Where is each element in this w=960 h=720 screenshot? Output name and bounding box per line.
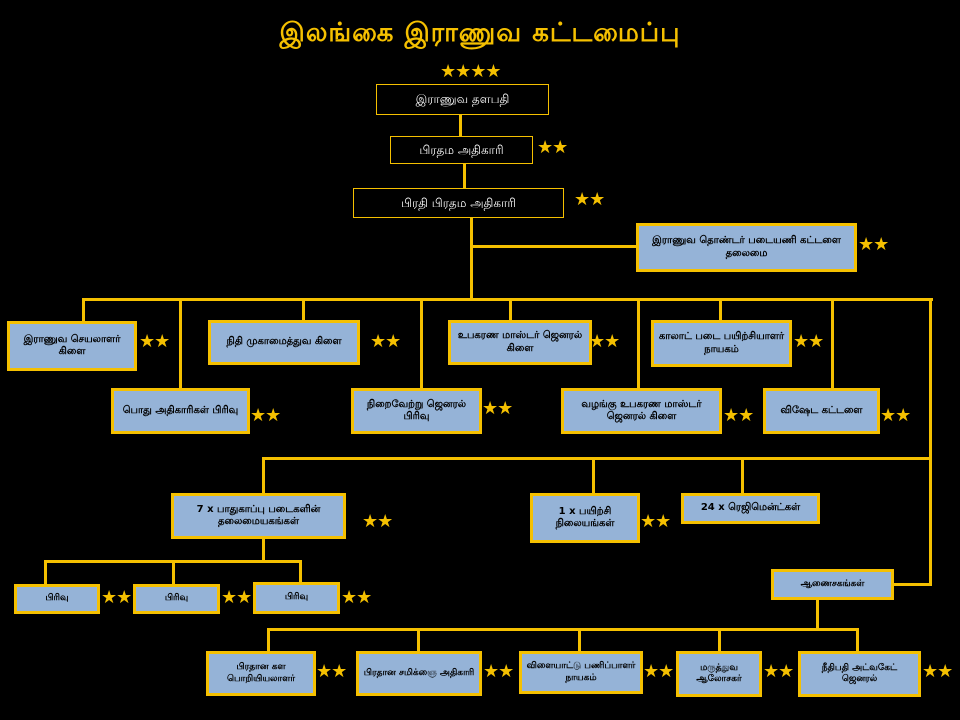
rank-stars: ★★ (589, 331, 620, 352)
node-deputy-chief-of-staff: பிரதி பிரதம அதிகாரி (353, 188, 564, 218)
rank-stars: ★★ (483, 661, 514, 682)
node-special-command: விஷேட கட்டளை (763, 388, 880, 434)
connector-line (82, 298, 933, 301)
connector-line (637, 298, 640, 389)
connector-line (172, 560, 175, 585)
rank-stars: ★★★★ (440, 61, 502, 82)
connector-line (267, 628, 859, 631)
rank-stars: ★★ (574, 189, 605, 210)
node-division: பிரிவு (253, 582, 340, 614)
rank-stars: ★★ (221, 587, 252, 608)
connector-line (856, 628, 859, 652)
connector-line (470, 245, 638, 248)
connector-line (262, 538, 265, 562)
rank-stars: ★★ (370, 331, 401, 352)
connector-line (262, 457, 265, 494)
node-infantry-training: காலாட் படை பயிற்சியாளர் நாயகம் (651, 320, 792, 367)
rank-stars: ★★ (793, 331, 824, 352)
rank-stars: ★★ (139, 331, 170, 352)
node-supply-master-general-branch: வழங்கு உபகரண மாஸ்டர் ஜெனரல் கிளை (561, 388, 722, 434)
rank-stars: ★★ (362, 511, 393, 532)
connector-line (463, 164, 466, 188)
node-chief-of-staff: பிரதம அதிகாரி (390, 136, 533, 164)
connector-line (578, 628, 581, 652)
connector-line (929, 298, 932, 586)
rank-stars: ★★ (101, 587, 132, 608)
node-chief-field-engineer: பிரதான கள பொறியியலாளர் (206, 651, 316, 696)
connector-line (592, 457, 595, 494)
chart-title: இலங்கை இராணுவ கட்டமைப்பு (279, 18, 681, 48)
node-general-officers-division: பொது அதிகாரிகள் பிரிவு (111, 388, 250, 434)
node-master-general-branch: உபகரண மாஸ்டர் ஜெனரல் கிளை (448, 320, 592, 365)
rank-stars: ★★ (723, 405, 754, 426)
node-executive-general-division: நிறைவேற்று ஜெனரல் பிரிவு (351, 388, 482, 434)
connector-line (417, 628, 420, 652)
connector-line (719, 298, 722, 321)
rank-stars: ★★ (763, 661, 794, 682)
node-chief-signals-officer: பிரதான சமிக்ஞை அதிகாரி (356, 651, 482, 696)
node-medical-advisor: மருத்துவ ஆலோசகர் (676, 651, 762, 697)
connector-line (893, 583, 932, 586)
rank-stars: ★★ (880, 405, 911, 426)
rank-stars: ★★ (858, 234, 889, 255)
connector-line (262, 457, 932, 460)
rank-stars: ★★ (922, 661, 953, 682)
connector-line (718, 628, 721, 652)
connector-line (267, 628, 270, 652)
connector-line (459, 114, 462, 136)
node-judge-advocate-general: நீதிபதி அட்வகேட் ஜெனரல் (798, 651, 921, 697)
rank-stars: ★★ (482, 398, 513, 419)
connector-line (470, 218, 473, 300)
connector-line (302, 298, 305, 321)
node-army-secretary-branch: இராணுவ செயலாளர் கிளை (7, 321, 137, 371)
connector-line (420, 298, 423, 389)
rank-stars: ★★ (250, 405, 281, 426)
node-regiments: 24 x ரெஜிமென்ட்கள் (681, 493, 820, 524)
rank-stars: ★★ (341, 587, 372, 608)
connector-line (179, 298, 182, 389)
connector-line (509, 298, 512, 321)
node-army-commander: இராணுவ தளபதி (376, 84, 549, 115)
node-finance-branch: நிதி முகாமைத்துவ கிளை (208, 320, 360, 365)
node-volunteer-force-hq: இராணுவ தொண்டர் படையணி கட்டளை தலைமை (636, 223, 857, 272)
connector-line (816, 598, 819, 630)
node-training-centres: 1 x பயிற்சி நிலையங்கள் (530, 493, 640, 543)
node-division: பிரிவு (133, 584, 220, 614)
rank-stars: ★★ (316, 661, 347, 682)
connector-line (82, 298, 85, 322)
connector-line (44, 560, 47, 585)
node-directorates: ஆணைசகங்கள் (771, 569, 894, 600)
rank-stars: ★★ (643, 661, 674, 682)
node-sports-director-general: விளையாட்டு பணிப்பாளர் நாயகம் (519, 651, 643, 694)
connector-line (299, 560, 302, 585)
connector-line (741, 457, 744, 494)
connector-line (831, 298, 834, 389)
node-security-forces-hq: 7 x பாதுகாப்பு படைகளின் தலைமையகங்கள் (171, 493, 346, 539)
rank-stars: ★★ (537, 137, 568, 158)
node-division: பிரிவு (14, 584, 100, 614)
rank-stars: ★★ (640, 511, 671, 532)
